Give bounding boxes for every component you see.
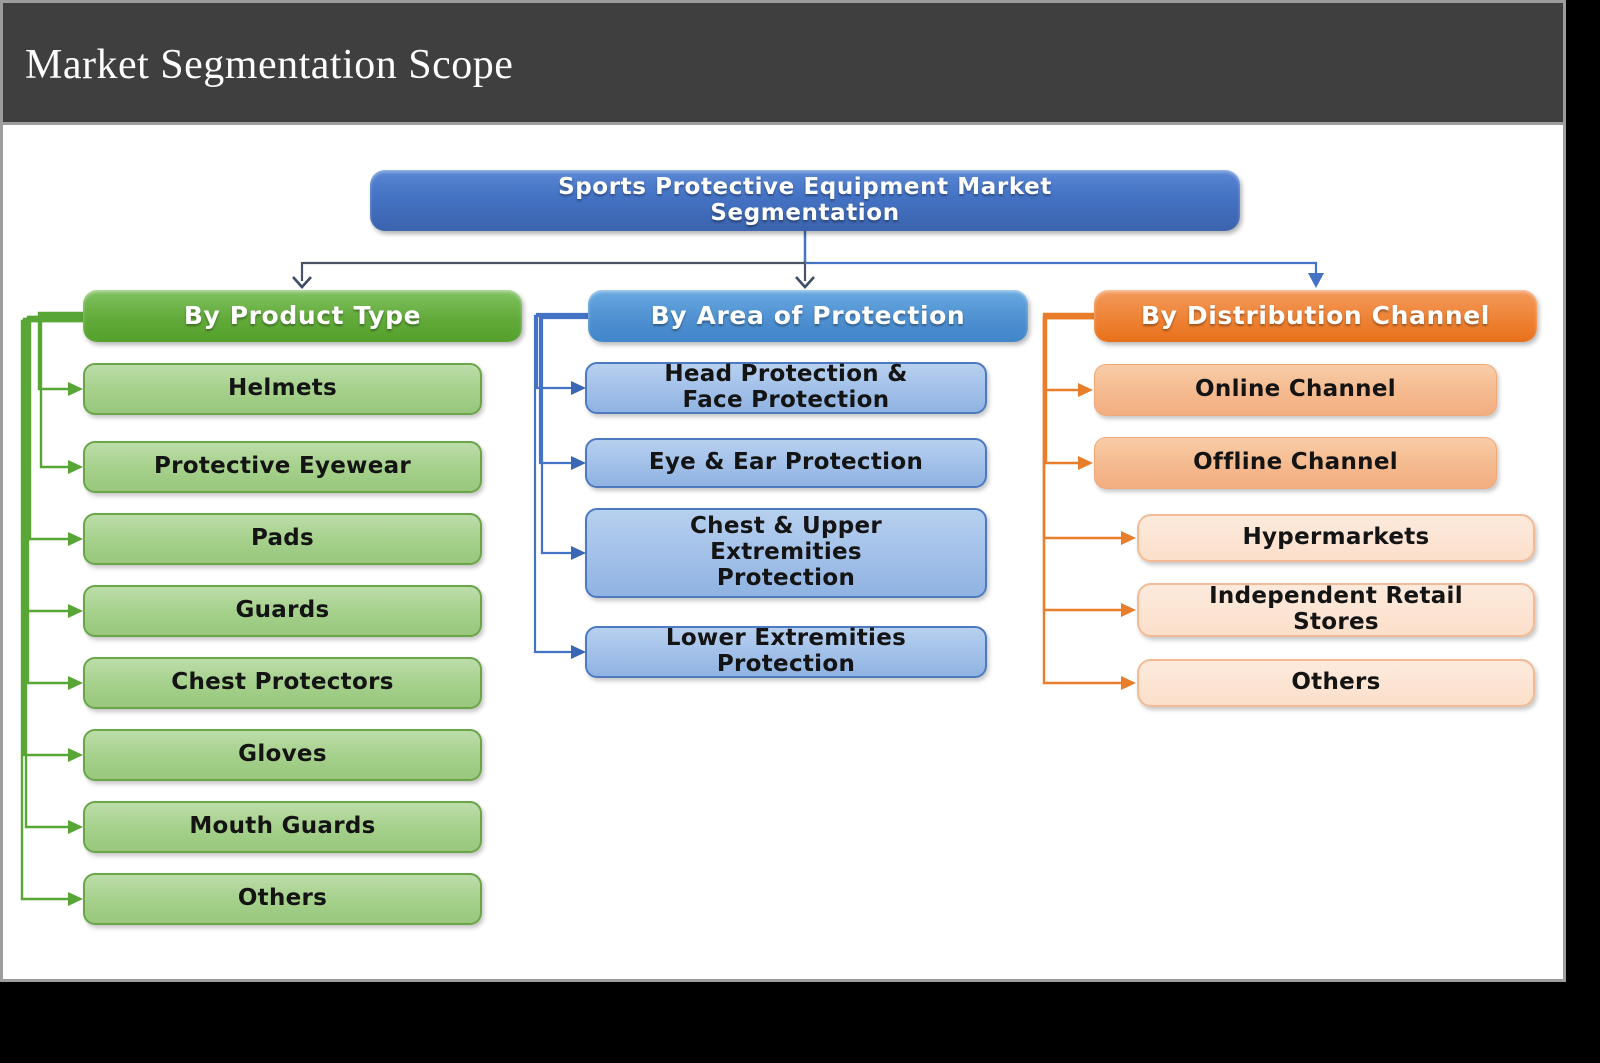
item-label: Online Channel [1195, 376, 1396, 403]
node-mouth-guards: Mouth Guards [83, 801, 482, 853]
node-hypermarkets: Hypermarkets [1137, 514, 1535, 562]
item-label: Lower Extremities Protection [665, 625, 907, 677]
item-label: Chest Protectors [171, 669, 394, 696]
item-label: Offline Channel [1193, 449, 1398, 476]
node-eye-ear-protection: Eye & Ear Protection [585, 438, 987, 488]
item-label: Eye & Ear Protection [648, 449, 924, 476]
node-header-area-of-protection: By Area of Protection [588, 290, 1028, 342]
item-label: Independent Retail Stores [1209, 583, 1463, 635]
node-protective-eyewear: Protective Eyewear [83, 441, 482, 493]
item-label: Mouth Guards [189, 813, 376, 840]
node-market-segmentation-root: Sports Protective Equipment Market Segme… [370, 170, 1240, 231]
node-independent-retail-stores: Independent Retail Stores [1137, 583, 1535, 637]
item-label: Hypermarkets [1242, 524, 1430, 551]
node-lower-extremities-protection: Lower Extremities Protection [585, 625, 987, 678]
node-chest-protectors: Chest Protectors [83, 657, 482, 709]
node-product-others: Others [83, 873, 482, 925]
item-label: Protective Eyewear [153, 453, 412, 480]
slide-title: Market Segmentation Scope [25, 42, 514, 88]
item-label: Pads [250, 525, 315, 552]
item-label: Others [1291, 669, 1381, 696]
title-band: Market Segmentation Scope [3, 3, 1563, 125]
node-head-face-protection: Head Protection & Face Protection [585, 361, 987, 414]
node-gloves: Gloves [83, 729, 482, 781]
node-chest-upper-extremities-protection: Chest & Upper Extremities Protection [585, 508, 987, 598]
item-label: Guards [235, 597, 330, 624]
node-online-channel: Online Channel [1094, 364, 1497, 416]
header-label: By Product Type [183, 301, 422, 330]
item-label: Chest & Upper Extremities Protection [689, 513, 883, 591]
item-label: Helmets [227, 375, 338, 402]
node-helmets: Helmets [83, 363, 482, 415]
header-label: By Distribution Channel [1141, 301, 1490, 330]
node-offline-channel: Offline Channel [1094, 437, 1497, 489]
item-label: Gloves [238, 741, 327, 768]
node-header-distribution-channel: By Distribution Channel [1094, 290, 1537, 342]
node-pads: Pads [83, 513, 482, 565]
root-label: Sports Protective Equipment Market Segme… [558, 173, 1052, 226]
header-label: By Area of Protection [650, 301, 966, 330]
item-label: Others [237, 885, 328, 912]
node-guards: Guards [83, 585, 482, 637]
item-label: Head Protection & Face Protection [664, 361, 908, 413]
node-header-product-type: By Product Type [83, 290, 522, 342]
node-distribution-others: Others [1137, 659, 1535, 707]
